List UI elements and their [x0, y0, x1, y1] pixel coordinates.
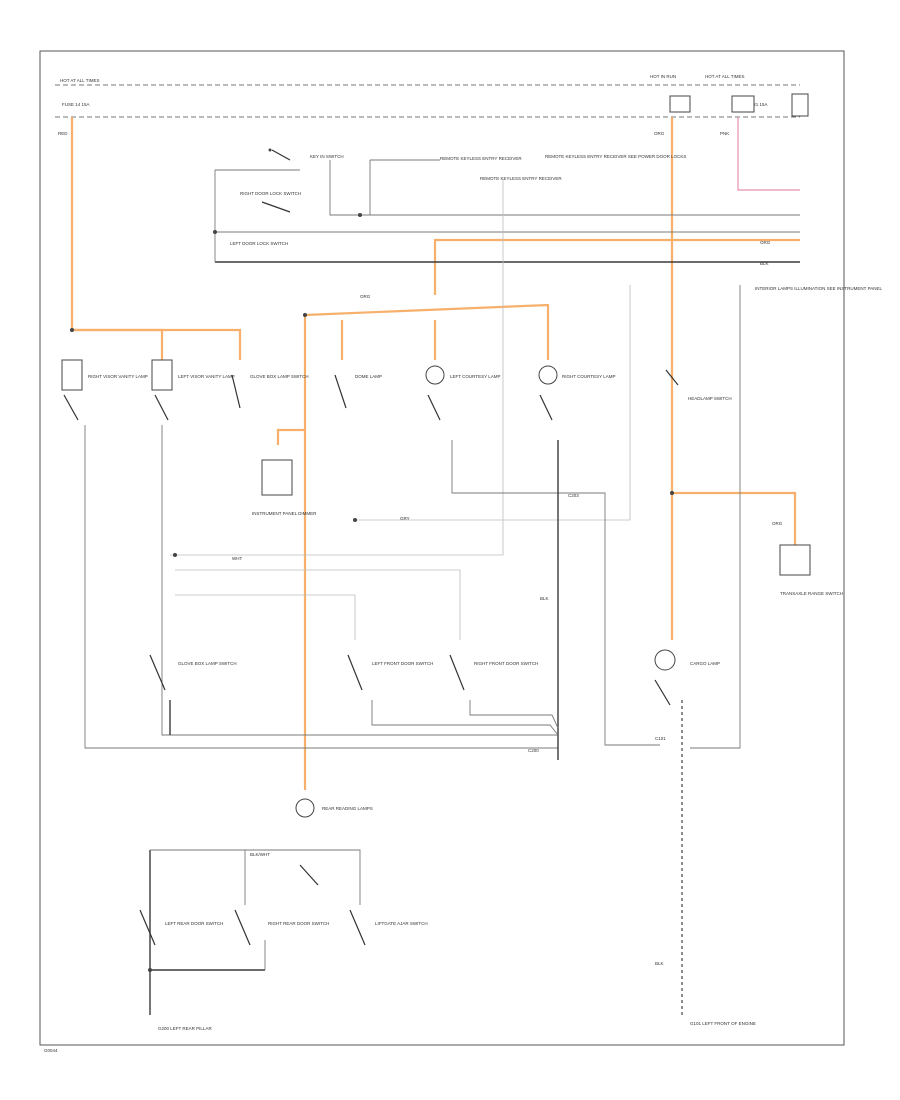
splice-dot: [173, 553, 177, 557]
wire-ground-left: [84, 425, 558, 749]
splice-dot: [213, 230, 217, 234]
svg-text:TRANSAXLE RANGE SWITCH: TRANSAXLE RANGE SWITCH: [780, 591, 843, 596]
connector-label: C203: [568, 493, 579, 498]
wire-tag: BLK: [760, 261, 769, 266]
wire-tag: ORG: [654, 131, 665, 136]
wire-tag: PNK: [720, 131, 729, 136]
splice-dot: [358, 213, 362, 217]
component-left-rear-door: LEFT REAR DOOR SWITCH: [139, 909, 223, 946]
right-source-a-label: HOT IN RUN: [650, 74, 676, 79]
wire-red-branch: [72, 328, 242, 360]
component-right-front-door: RIGHT FRONT DOOR SWITCH: [449, 654, 538, 691]
ground-left-label: G200 LEFT REAR PILLAR: [158, 1026, 212, 1031]
svg-text:LIFTGATE AJAR SWITCH: LIFTGATE AJAR SWITCH: [375, 921, 428, 926]
svg-text:KEY IN SWITCH: KEY IN SWITCH: [310, 154, 344, 159]
svg-text:GLOVE BOX LAMP SWITCH: GLOVE BOX LAMP SWITCH: [178, 661, 237, 666]
remote-receiver-label: REMOTE KEYLESS ENTRY RECEIVER: [440, 156, 522, 161]
fuse-b-box: [669, 95, 691, 113]
svg-text:RIGHT REAR DOOR SWITCH: RIGHT REAR DOOR SWITCH: [268, 921, 329, 926]
wire-tag: ORG: [360, 294, 371, 299]
component-rear-reading: REAR READING LAMPS: [295, 798, 373, 818]
component-hood-switch: BLK/WHT: [250, 852, 319, 886]
wire-gray-right: [690, 285, 741, 749]
svg-text:REAR READING LAMPS: REAR READING LAMPS: [322, 806, 373, 811]
ground-right-label: G101 LEFT FRONT OF ENGINE: [690, 1021, 756, 1026]
wire-gray-courtesy: [451, 440, 660, 746]
splice-dot: [70, 328, 74, 332]
splice-dot: [353, 518, 357, 522]
wire-tag: GRY: [400, 516, 410, 521]
left-door-lock-label: LEFT DOOR LOCK SWITCH: [230, 241, 288, 246]
fuse-block-end: [791, 93, 809, 117]
svg-text:BLK/WHT: BLK/WHT: [250, 852, 270, 857]
svg-text:DOME LAMP: DOME LAMP: [355, 374, 382, 379]
wire-light-door: [175, 569, 461, 640]
component-right-rear-door: RIGHT REAR DOOR SWITCH: [234, 909, 329, 946]
svg-text:RIGHT COURTESY LAMP: RIGHT COURTESY LAMP: [562, 374, 616, 379]
wire-tag: RED: [58, 131, 68, 136]
wire-gray-key: [329, 160, 800, 216]
wire-tag: BLK: [540, 596, 549, 601]
svg-text:HEADLAMP SWITCH: HEADLAMP SWITCH: [688, 396, 732, 401]
connector-label: C200: [528, 748, 539, 753]
component-glove-lamp: GLOVE BOX LAMP SWITCH: [231, 374, 309, 409]
splice-dot: [148, 968, 152, 972]
component-right-visor: RIGHT VISOR VANITY LAMP: [61, 359, 148, 421]
svg-text:CARGO LAMP: CARGO LAMP: [690, 661, 720, 666]
wire-tag: ORG: [760, 240, 771, 245]
component-left-front-door: LEFT FRONT DOOR SWITCH: [347, 654, 433, 691]
component-key-in: KEY IN SWITCH: [268, 148, 344, 161]
left-source-label: HOT AT ALL TIMES: [60, 78, 100, 83]
wire-tag: BLK: [655, 961, 664, 966]
wire-light-door-2: [175, 594, 356, 640]
component-right-courtesy: RIGHT COURTESY LAMP: [538, 365, 616, 421]
component-left-visor: LEFT VISOR VANITY LAMP: [151, 359, 235, 421]
wire-ground-mid: [161, 425, 558, 736]
component-transaxle-range: ORG TRANSAXLE RANGE SWITCH: [772, 521, 843, 596]
wire-red-branch-2: [72, 328, 164, 360]
wire-light-remote: [170, 180, 504, 556]
wire-door-right: [469, 700, 559, 729]
svg-text:LEFT FRONT DOOR SWITCH: LEFT FRONT DOOR SWITCH: [372, 661, 433, 666]
connector-label: C101: [655, 736, 666, 741]
svg-text:GLOVE BOX LAMP SWITCH: GLOVE BOX LAMP SWITCH: [250, 374, 309, 379]
component-dimmer: INSTRUMENT PANEL DIMMER: [252, 459, 317, 516]
svg-text:ORG: ORG: [772, 521, 783, 526]
wire-rear-ground: [149, 850, 265, 971]
right-source-b-label: HOT AT ALL TIMES: [705, 74, 745, 79]
fuse-c-box: [731, 95, 755, 113]
component-cargo-lamp: CARGO LAMP: [654, 649, 720, 706]
wire-tag: WHT: [232, 556, 242, 561]
splice-dot: [303, 313, 307, 317]
diagram-frame: [39, 50, 845, 1046]
component-right-door-lock: RIGHT DOOR LOCK SWITCH: [240, 191, 301, 213]
svg-text:RIGHT FRONT DOOR SWITCH: RIGHT FRONT DOOR SWITCH: [474, 661, 538, 666]
lamp-note: INTERIOR LAMPS ILLUMINATION SEE INSTRUME…: [755, 286, 883, 291]
component-dome: DOME LAMP: [334, 374, 382, 409]
wire-orange-dimmer: [276, 428, 305, 445]
fuse-a-label: FUSE 14 15A: [62, 102, 90, 107]
remote-receiver-sublabel: REMOTE KEYLESS ENTRY RECEIVER: [480, 176, 562, 181]
component-headlamp-switch: HEADLAMP SWITCH: [665, 369, 732, 401]
svg-text:LEFT COURTESY LAMP: LEFT COURTESY LAMP: [450, 374, 501, 379]
wire-orange-transaxle: [672, 491, 797, 545]
component-glove-box-switch: GLOVE BOX LAMP SWITCH: [149, 654, 237, 691]
component-liftgate: LIFTGATE AJAR SWITCH: [349, 909, 428, 946]
svg-text:LEFT REAR DOOR SWITCH: LEFT REAR DOOR SWITCH: [165, 921, 223, 926]
splice-dot: [670, 491, 674, 495]
remote-note: REMOTE KEYLESS ENTRY RECEIVER SEE POWER …: [545, 154, 686, 159]
wire-light-lamp: [355, 285, 631, 521]
svg-text:INSTRUMENT PANEL DIMMER: INSTRUMENT PANEL DIMMER: [252, 511, 317, 516]
wire-orange-top: [433, 238, 800, 295]
svg-text:RIGHT VISOR VANITY LAMP: RIGHT VISOR VANITY LAMP: [88, 374, 148, 379]
wire-door-front: [371, 700, 559, 736]
wire-rear-top: [150, 849, 361, 905]
component-left-courtesy: LEFT COURTESY LAMP: [425, 365, 501, 421]
wire-pink: [737, 117, 800, 191]
diagram-code: G0044: [44, 1048, 58, 1053]
wire-orange-right-courtesy: [304, 303, 550, 360]
svg-text:LEFT VISOR VANITY LAMP: LEFT VISOR VANITY LAMP: [178, 374, 235, 379]
svg-text:RIGHT DOOR LOCK SWITCH: RIGHT DOOR LOCK SWITCH: [240, 191, 301, 196]
